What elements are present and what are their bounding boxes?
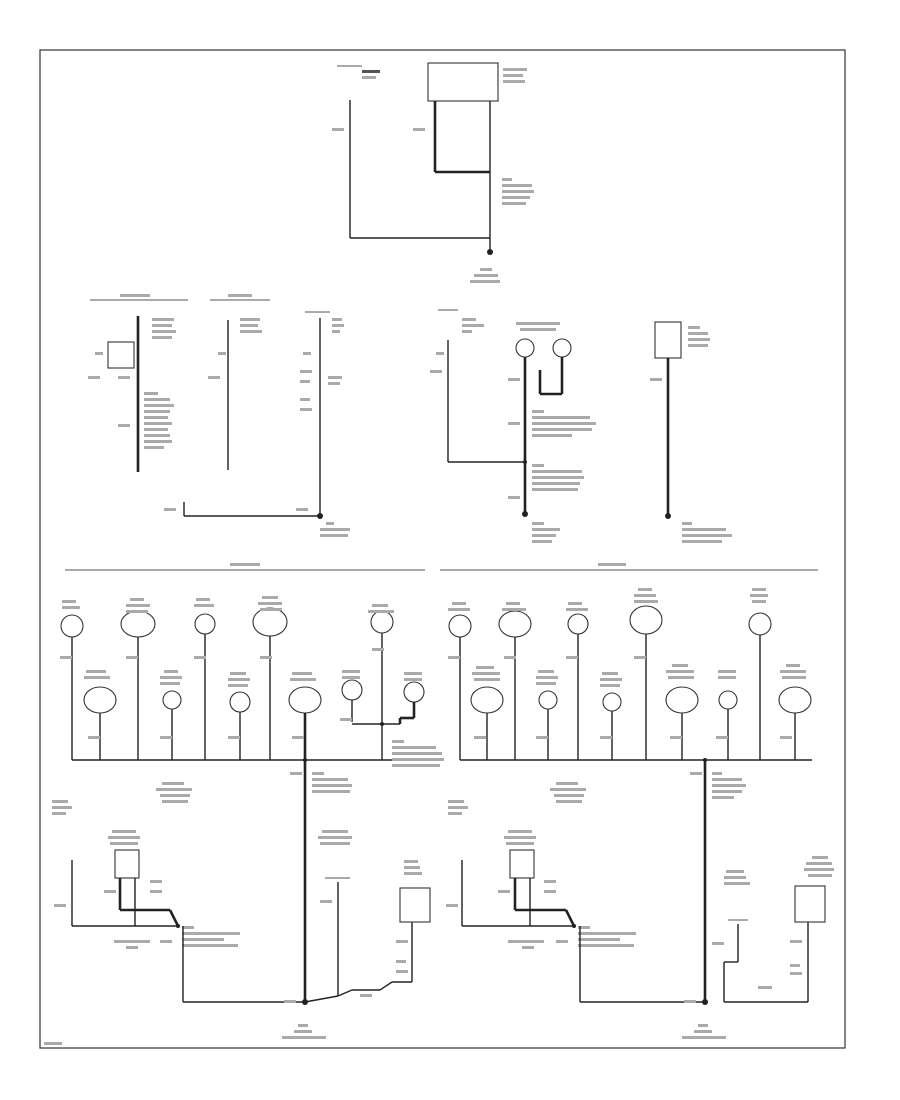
lamp-left [515, 338, 535, 358]
lower-right-lamp-bus [448, 588, 812, 1002]
top-ground-circuit [332, 62, 534, 283]
middle-left-ground-circuit [88, 294, 350, 537]
page-code-mark [44, 1042, 62, 1045]
module-right-lower [509, 849, 535, 879]
lamp-right [552, 338, 572, 358]
diagram-border [39, 49, 846, 1049]
lower-left-lamp-bus [60, 596, 444, 1002]
module-box [427, 62, 499, 102]
module-left-lower [114, 849, 140, 879]
middle-right-ground-circuit [430, 309, 732, 543]
bottom-right-ground-circuit [446, 782, 834, 1039]
relay-box [654, 321, 682, 359]
bottom-left-ground-circuit [52, 782, 431, 1039]
module-box-lower-right [794, 885, 826, 923]
module-box-lower-left [399, 887, 431, 923]
